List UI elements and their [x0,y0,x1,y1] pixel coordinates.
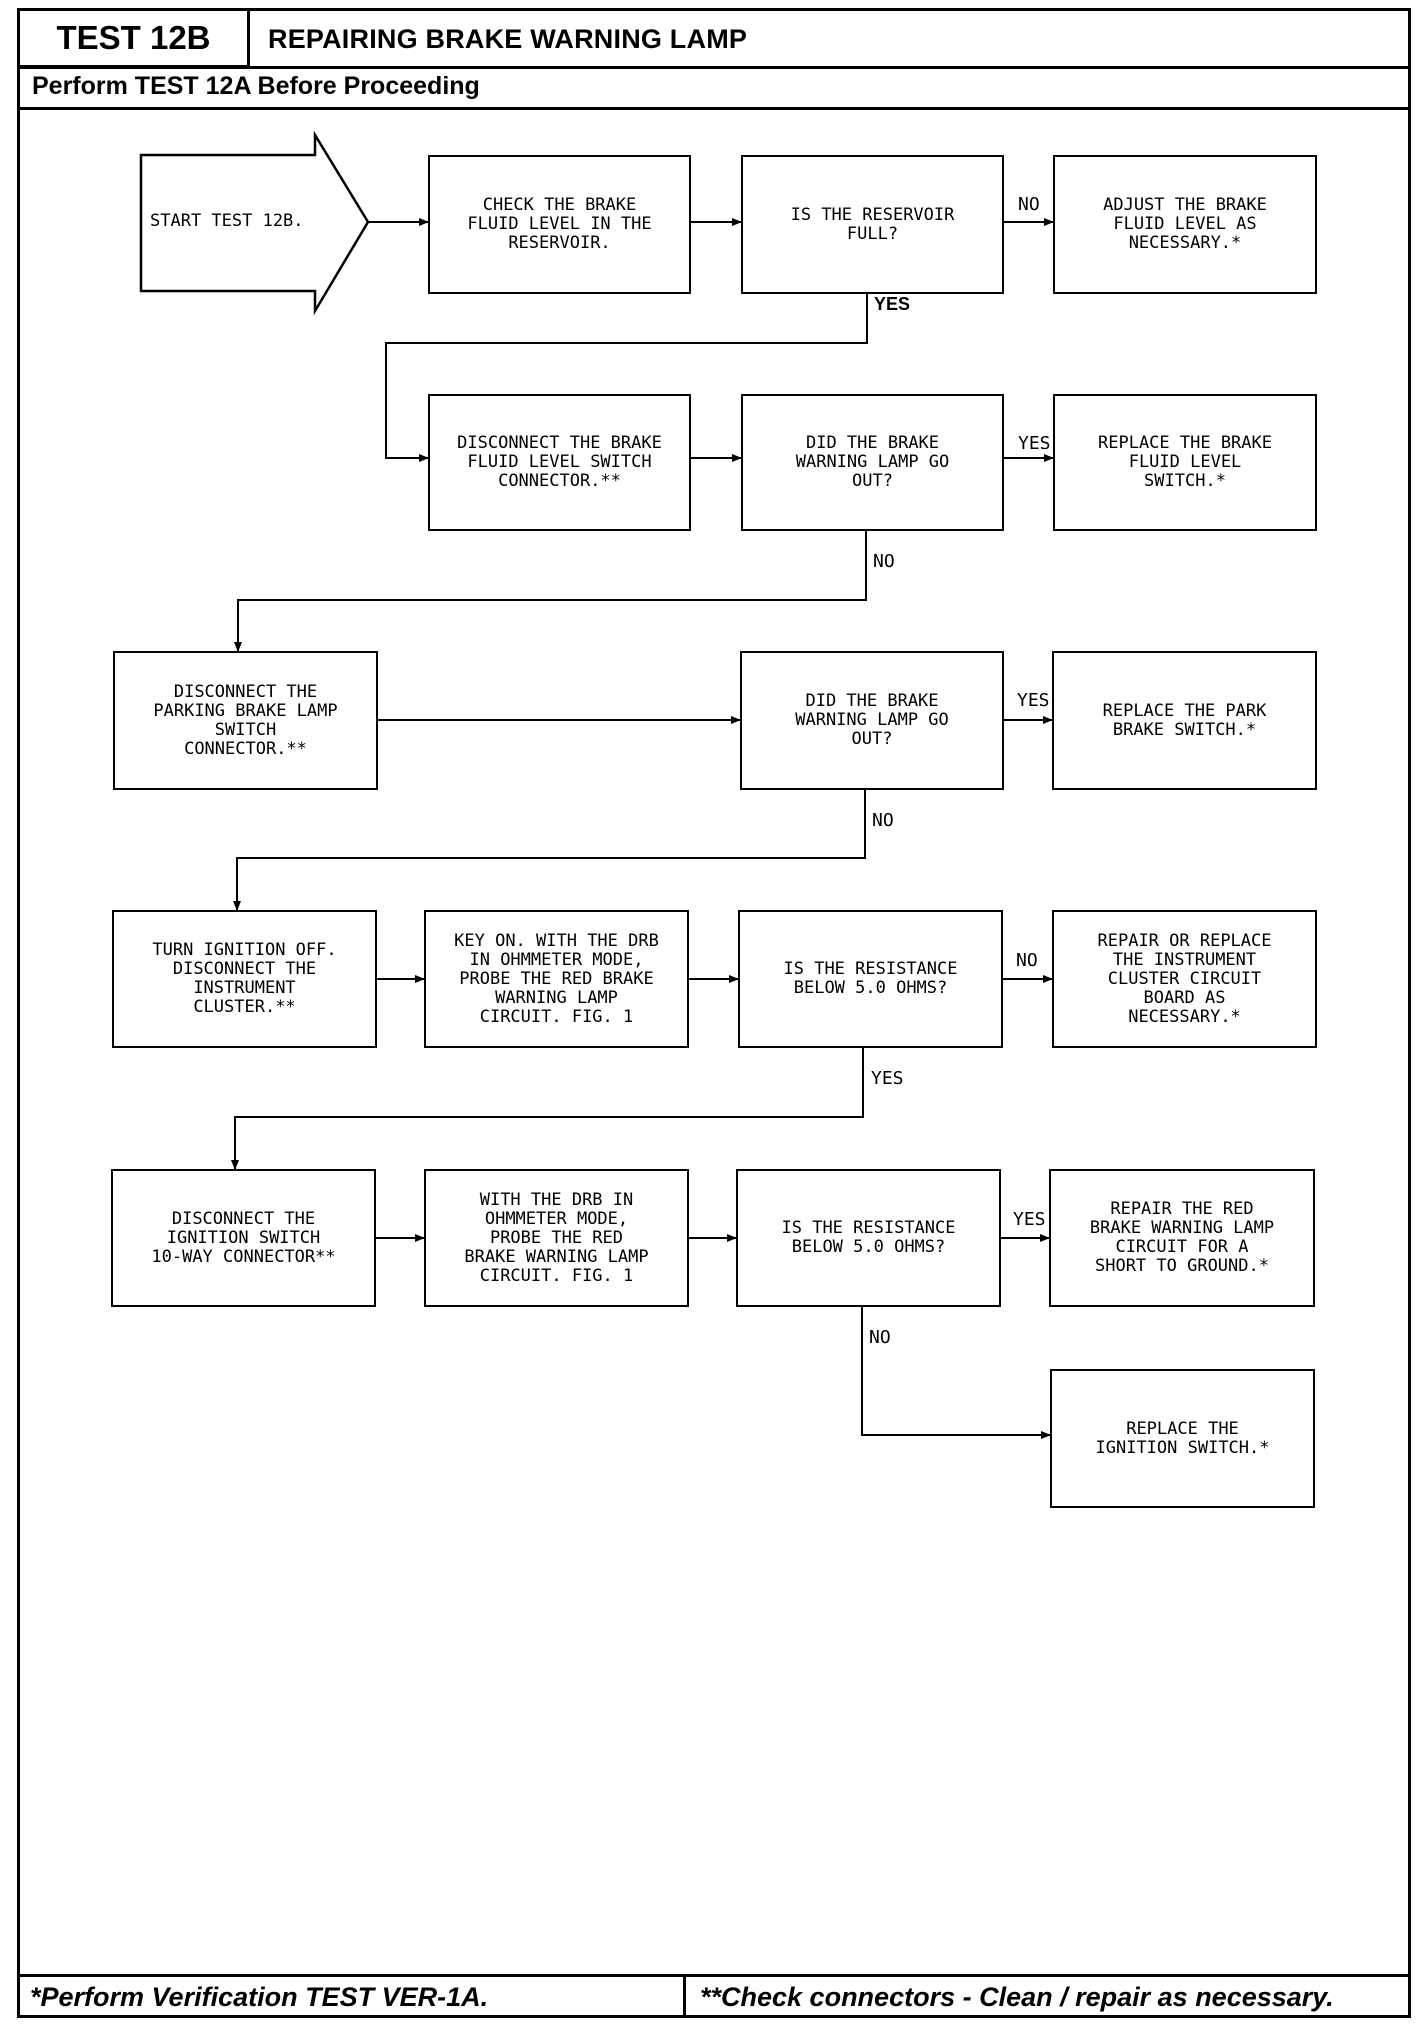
step-turn-ignition-off: TURN IGNITION OFF. DISCONNECT THE INSTRU… [112,910,377,1048]
header-divider [17,66,1411,69]
step-replace-ignition: REPLACE THE IGNITION SWITCH.* [1050,1369,1315,1508]
connector-q1-yes [385,294,868,462]
label-no: NO [869,1327,891,1348]
connector-q5-no [861,1307,1051,1439]
label-no: NO [873,551,895,572]
start-arrow-shape [139,130,370,316]
page-frame [17,8,1411,2018]
footer-column-divider [683,1974,686,2018]
step-probe-red-circuit: WITH THE DRB IN OHMMETER MODE, PROBE THE… [424,1169,689,1307]
decision-reservoir-full: IS THE RESERVOIR FULL? [741,155,1004,294]
step-disconnect-park-switch: DISCONNECT THE PARKING BRAKE LAMP SWITCH… [113,651,378,790]
step-disconnect-ignition: DISCONNECT THE IGNITION SWITCH 10-WAY CO… [111,1169,376,1307]
label-yes: YES [874,294,911,314]
page-subtitle: Perform TEST 12A Before Proceeding [32,72,480,100]
decision-lamp-out-2: DID THE BRAKE WARNING LAMP GO OUT? [740,651,1004,790]
label-yes: YES [871,1068,904,1089]
decision-resistance-1: IS THE RESISTANCE BELOW 5.0 OHMS? [738,910,1003,1048]
footer-note-verification: *Perform Verification TEST VER-1A. [30,1982,489,2012]
step-disconnect-fluid-switch: DISCONNECT THE BRAKE FLUID LEVEL SWITCH … [428,394,691,531]
step-check-fluid: CHECK THE BRAKE FLUID LEVEL IN THE RESER… [428,155,691,294]
decision-resistance-2: IS THE RESISTANCE BELOW 5.0 OHMS? [736,1169,1001,1307]
connector-q3-no [233,790,866,911]
step-repair-short: REPAIR THE RED BRAKE WARNING LAMP CIRCUI… [1049,1169,1315,1307]
step-key-on-probe: KEY ON. WITH THE DRB IN OHMMETER MODE, P… [424,910,689,1048]
start-label: START TEST 12B. [150,211,304,231]
label-no: NO [872,810,894,831]
connector-q2-no [234,531,867,652]
header-divider-bottom [17,107,1411,110]
step-replace-park-switch: REPLACE THE PARK BRAKE SWITCH.* [1052,651,1317,790]
label-no: NO [1016,950,1038,971]
connector-q4-yes [231,1047,864,1170]
page-title: REPAIRING BRAKE WARNING LAMP [268,24,748,54]
footer-divider [17,1974,1411,1977]
label-yes: YES [1018,433,1051,454]
label-yes: YES [1013,1209,1046,1230]
label-yes: YES [1017,690,1050,711]
step-adjust-fluid: ADJUST THE BRAKE FLUID LEVEL AS NECESSAR… [1053,155,1317,294]
label-no: NO [1018,194,1040,215]
step-repair-cluster: REPAIR OR REPLACE THE INSTRUMENT CLUSTER… [1052,910,1317,1048]
decision-lamp-out-1: DID THE BRAKE WARNING LAMP GO OUT? [741,394,1004,531]
step-replace-fluid-switch: REPLACE THE BRAKE FLUID LEVEL SWITCH.* [1053,394,1317,531]
footer-note-connectors: **Check connectors - Clean / repair as n… [700,1982,1334,2012]
